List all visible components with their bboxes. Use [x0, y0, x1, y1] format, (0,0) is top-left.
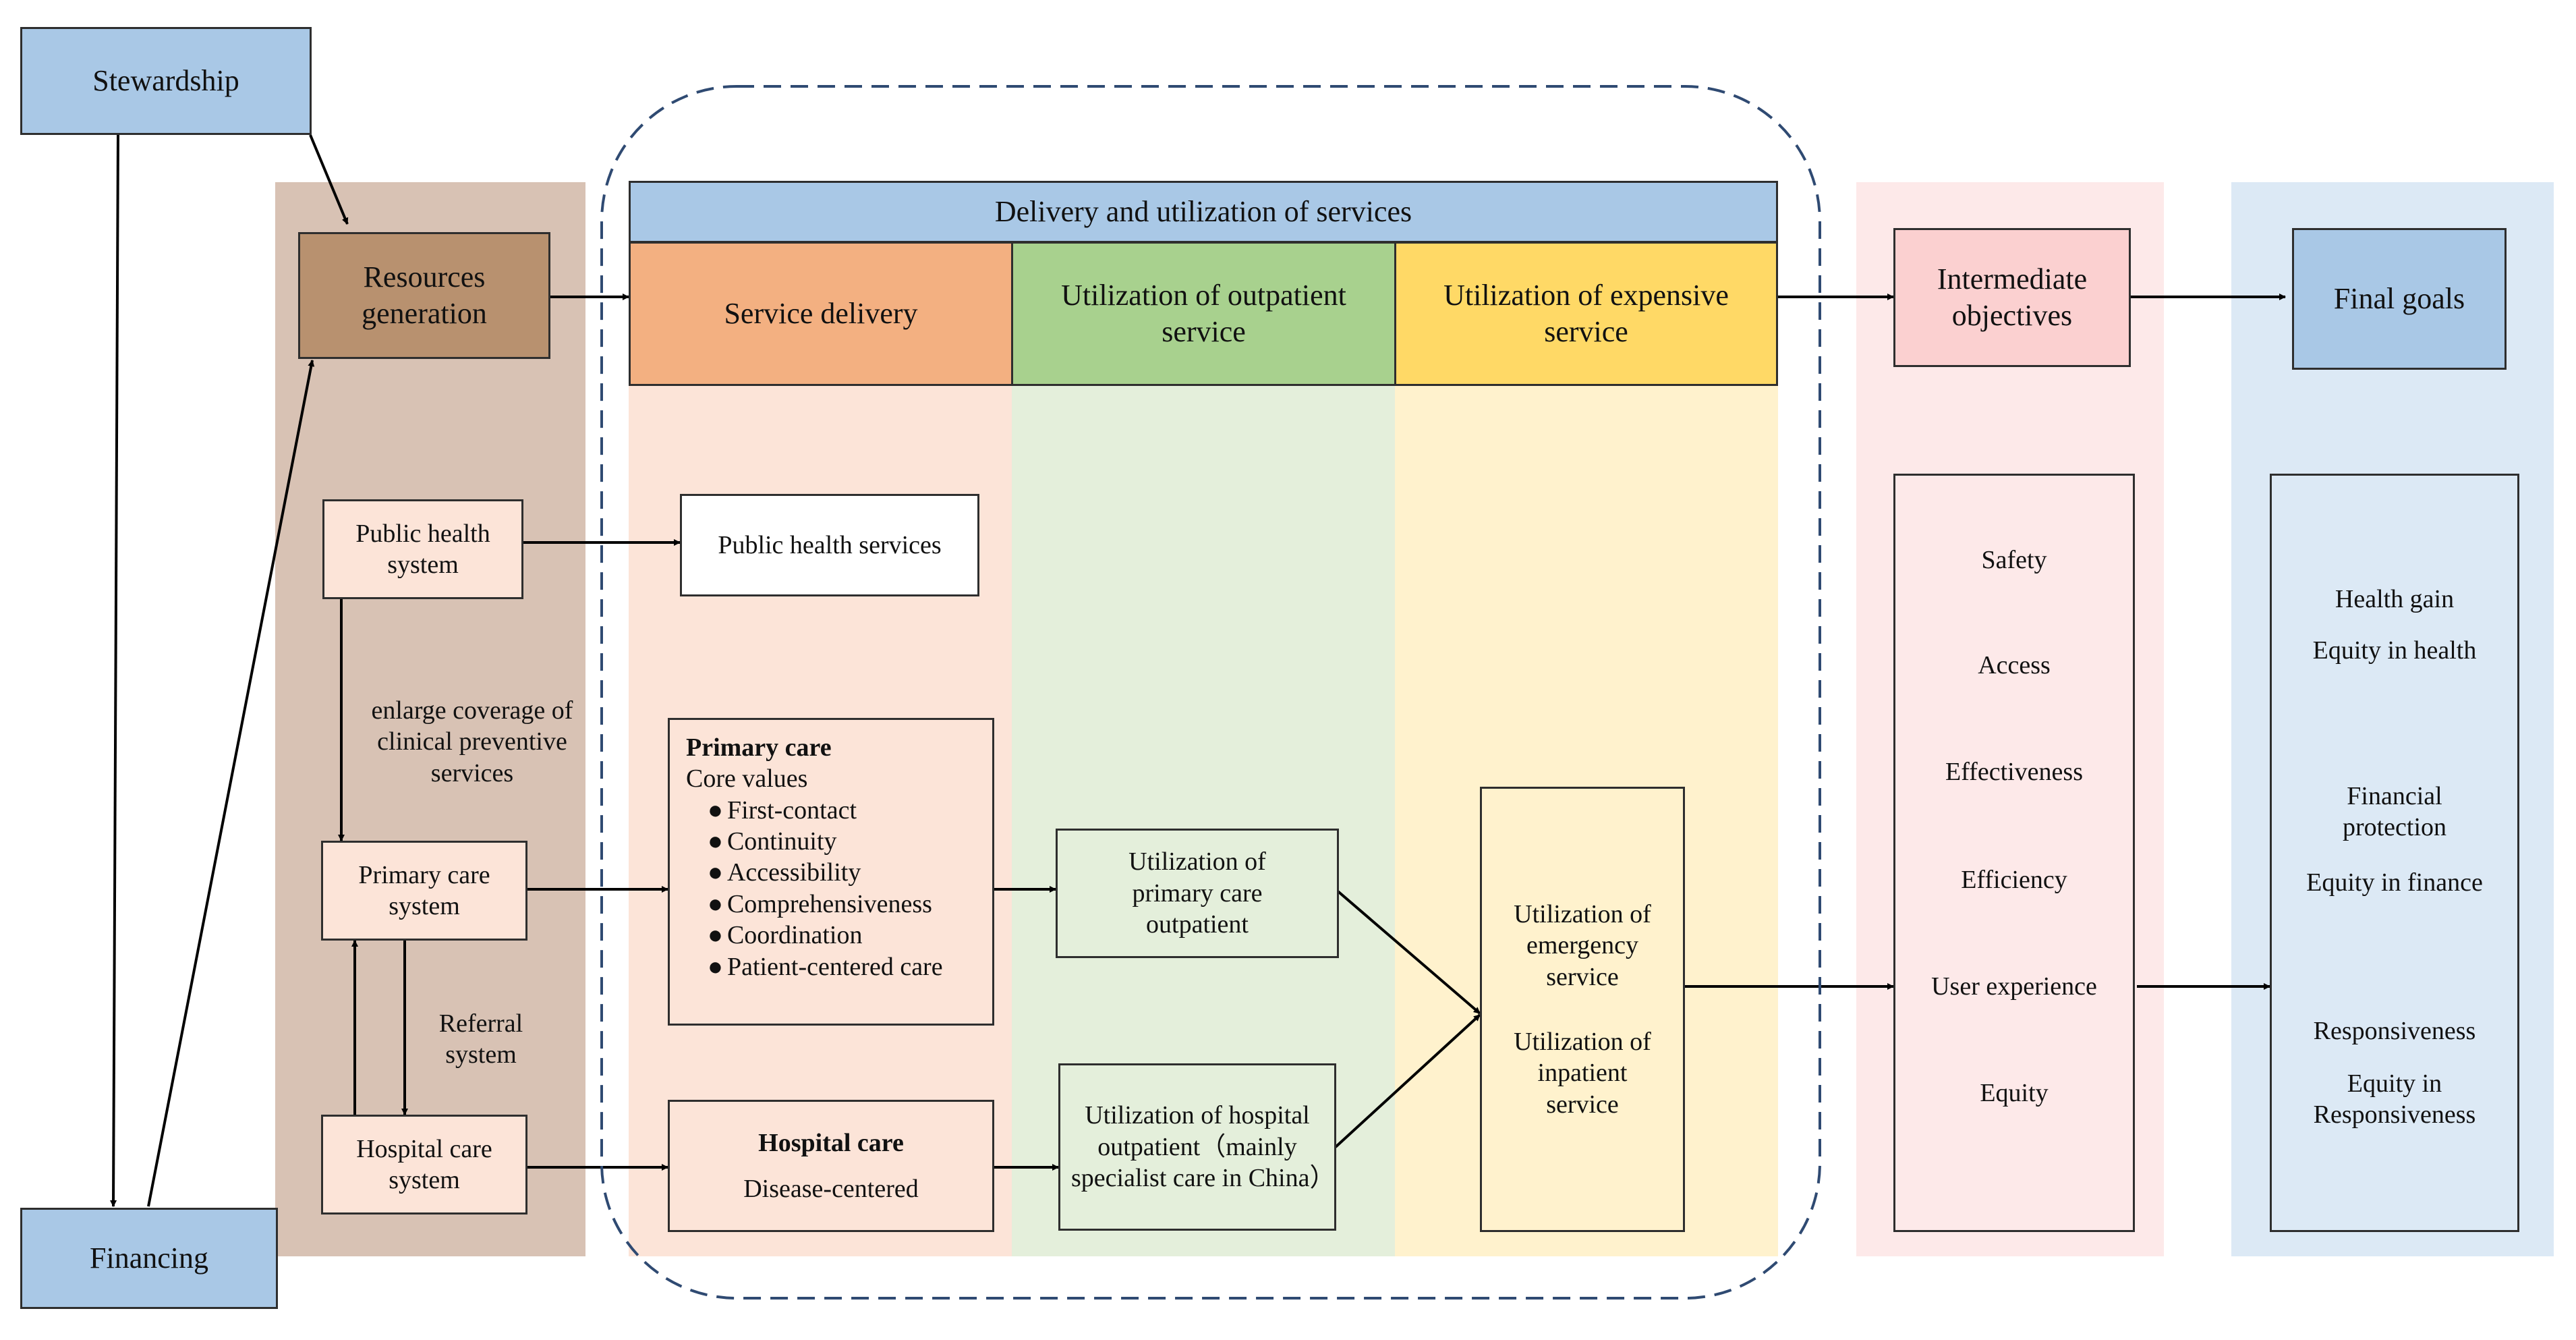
referral-system-label: Referral system [438, 1009, 523, 1069]
service-delivery-label: Service delivery [724, 297, 918, 331]
resources-generation-label: Resources generation [362, 260, 487, 330]
financing-label: Financing [90, 1241, 208, 1275]
intermediate-item-efficiency: Efficiency [1961, 866, 2067, 894]
enlarge-coverage-label: enlarge coverage of clinical preventive … [371, 696, 573, 787]
primary-outpatient-to-expensive-arrow [1334, 888, 1481, 1015]
final-item-responsiveness: Responsiveness [2313, 1017, 2476, 1045]
hospital-outpatient-to-expensive-arrow [1334, 1013, 1481, 1148]
final-item-equity-finance: Equity in finance [2306, 868, 2483, 897]
stewardship-to-resources-arrow [309, 134, 349, 225]
hospital-care-subtitle: Disease-centered [743, 1175, 919, 1203]
public-health-services-box: Public health services [680, 494, 979, 596]
primary-care-box: Primary care Core values First-contact C… [668, 718, 994, 1026]
core-value-item: Comprehensiveness [708, 889, 943, 920]
public-health-system-box: Public health system [322, 499, 523, 599]
primary-care-system-box: Primary care system [321, 841, 527, 941]
hospital-outpatient-box: Utilization of hospital outpatient（mainl… [1058, 1063, 1336, 1231]
hospital-care-title: Hospital care [758, 1128, 904, 1157]
primary-care-outpatient-label: Utilization of primary care outpatient [1128, 847, 1266, 939]
core-value-item: First-contact [708, 795, 943, 826]
intermediate-item-equity: Equity [1980, 1079, 2049, 1107]
resources-band [275, 182, 585, 1256]
stewardship-box: Stewardship [20, 27, 312, 135]
intermediate-objectives-list: Safety Access Effectiveness Efficiency U… [1893, 474, 2135, 1232]
final-goals-label: Final goals [2333, 282, 2465, 316]
hospital-care-box: Hospital care Disease-centered [668, 1100, 994, 1232]
hospital-care-system-label: Hospital care system [356, 1134, 492, 1194]
emergency-service-label: Utilization of emergency service [1514, 899, 1651, 991]
delivery-header: Delivery and utilization of services [629, 181, 1778, 243]
expensive-header-label: Utilization of expensive service [1443, 279, 1729, 348]
final-item-financial-protection: Financial protection [2342, 782, 2447, 842]
intermediate-item-effectiveness: Effectiveness [1945, 758, 2083, 786]
inpatient-service-label: Utilization of inpatient service [1514, 1028, 1651, 1119]
stewardship-label: Stewardship [92, 64, 239, 98]
intermediate-item-safety: Safety [1981, 546, 2047, 574]
intermediate-item-access: Access [1978, 651, 2051, 679]
stewardship-to-financing-arrow [110, 134, 119, 1207]
public-health-services-label: Public health services [718, 530, 942, 559]
expensive-services-box: Utilization of emergency service Utiliza… [1480, 787, 1685, 1232]
outpatient-header: Utilization of outpatient service [1011, 242, 1396, 386]
core-value-item: Accessibility [708, 857, 943, 888]
financing-box: Financing [20, 1208, 278, 1309]
final-goals-list: Health gain Equity in health Financial p… [2270, 474, 2519, 1232]
core-value-item: Coordination [708, 920, 943, 951]
expensive-header: Utilization of expensive service [1394, 242, 1778, 386]
outpatient-header-label: Utilization of outpatient service [1061, 279, 1346, 348]
delivery-header-label: Delivery and utilization of services [994, 195, 1412, 229]
core-value-item: Continuity [708, 826, 943, 857]
public-health-system-label: Public health system [355, 519, 490, 579]
service-delivery-header: Service delivery [629, 242, 1013, 386]
resources-generation-box: Resources generation [298, 232, 550, 359]
intermediate-objectives-box: Intermediate objectives [1893, 228, 2131, 367]
final-item-health-gain: Health gain [2335, 585, 2455, 613]
core-value-item: Patient-centered care [708, 951, 943, 982]
final-item-equity-responsiveness: Equity in Responsiveness [2313, 1069, 2476, 1129]
hospital-outpatient-label: Utilization of hospital outpatient（mainl… [1071, 1101, 1336, 1193]
primary-care-core-values: First-contact Continuity Accessibility C… [686, 795, 943, 982]
primary-care-title: Primary care [686, 733, 832, 762]
primary-care-system-label: Primary care system [358, 860, 490, 920]
final-item-equity-health: Equity in health [2312, 636, 2477, 665]
hospital-care-system-box: Hospital care system [321, 1115, 527, 1215]
intermediate-item-user-experience: User experience [1931, 972, 2097, 1001]
final-goals-box: Final goals [2292, 228, 2507, 370]
delivery-dashed-outline [600, 85, 1821, 1300]
primary-care-subtitle: Core values [686, 764, 808, 793]
primary-care-outpatient-box: Utilization of primary care outpatient [1056, 829, 1339, 958]
financing-to-resources-arrow [147, 360, 315, 1207]
intermediate-objectives-label: Intermediate objectives [1937, 262, 2088, 332]
